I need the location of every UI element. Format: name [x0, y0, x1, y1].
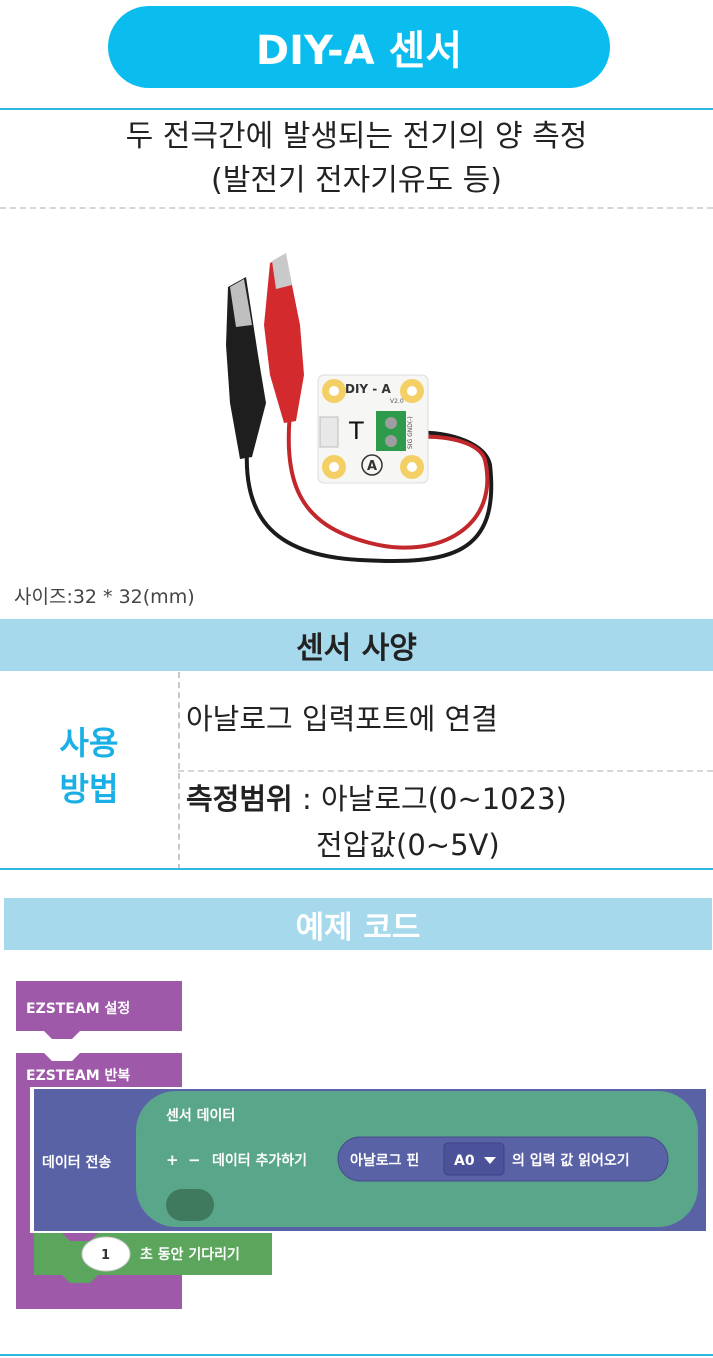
description-line-1: 두 전극간에 발생되는 전기의 양 측정 [125, 119, 588, 154]
terminal-label: SIG GND(-) [407, 416, 414, 449]
range-value-2: 전압값(0~5V) [316, 828, 500, 862]
wait-value: 1 [101, 1248, 110, 1263]
loop-label: EZSTEAM 반복 [26, 1067, 130, 1084]
wait-block: 1 초 동안 기다리기 [34, 1233, 272, 1283]
wait-label: 초 동안 기다리기 [140, 1246, 240, 1263]
board-label: DIY - A [345, 382, 391, 396]
spec-title: 센서 사양 [296, 631, 417, 666]
plus-icon: + [166, 1151, 179, 1169]
analog-pin-label: 아날로그 핀 [350, 1152, 419, 1169]
usage-text: 아날로그 입력포트에 연결 [186, 702, 498, 736]
example-title: 예제 코드 [295, 909, 421, 946]
usage-label-line-2: 방법 [59, 770, 119, 808]
pin-value: A0 [454, 1153, 475, 1169]
red-wire [286, 394, 490, 550]
range-value-1: 아날로그(0~1023) [320, 782, 567, 816]
size-text: 사이즈:32 * 32(mm) [14, 586, 195, 608]
send-label: 데이터 전송 [42, 1154, 111, 1171]
board-version: V2.0 [390, 398, 404, 405]
product-image: DIY - A V2.0 A T SIG GND(-) [226, 253, 494, 564]
add-data-label: 데이터 추가하기 [212, 1152, 307, 1169]
divider [0, 207, 713, 209]
usage-label: 사용 방법 [0, 720, 178, 812]
red-alligator-clip [264, 253, 304, 423]
divider [0, 108, 713, 110]
setup-label: EZSTEAM 설정 [26, 1000, 130, 1017]
sensor-data-label: 센서 데이터 [166, 1107, 235, 1124]
sensor-data-block: 센서 데이터 + − 데이터 추가하기 아날로그 핀 A0 의 입력 값 읽어오… [136, 1091, 698, 1227]
board-letter: A [367, 459, 377, 474]
board-marker: T [348, 417, 364, 445]
divider [0, 1354, 713, 1356]
divider [0, 868, 713, 870]
chevron-down-icon [484, 1157, 496, 1164]
description-line-2: (발전기 전자기유도 등) [211, 163, 502, 198]
setup-block: EZSTEAM 설정 [16, 981, 182, 1039]
read-value-label: 의 입력 값 읽어오기 [512, 1152, 630, 1169]
empty-slot [166, 1189, 214, 1221]
range-separator: : [292, 782, 321, 816]
black-alligator-clip [226, 277, 266, 459]
page-title: DIY-A 센서 [108, 6, 610, 88]
row-divider [178, 770, 713, 772]
block-code: EZSTEAM 설정 EZSTEAM 반복 데이터 전송 센서 데이터 + − … [16, 981, 706, 1309]
range-label: 측정범위 [186, 782, 293, 816]
spec-title-bar: 센서 사양 [0, 619, 713, 671]
usage-label-line-1: 사용 [59, 724, 119, 762]
range-line-1: 측정범위 : 아날로그(0~1023) [186, 776, 567, 818]
diy-a-board: DIY - A V2.0 A T SIG GND(-) [317, 374, 429, 484]
minus-icon: − [188, 1151, 201, 1169]
example-title-bar: 예제 코드 [4, 898, 712, 950]
